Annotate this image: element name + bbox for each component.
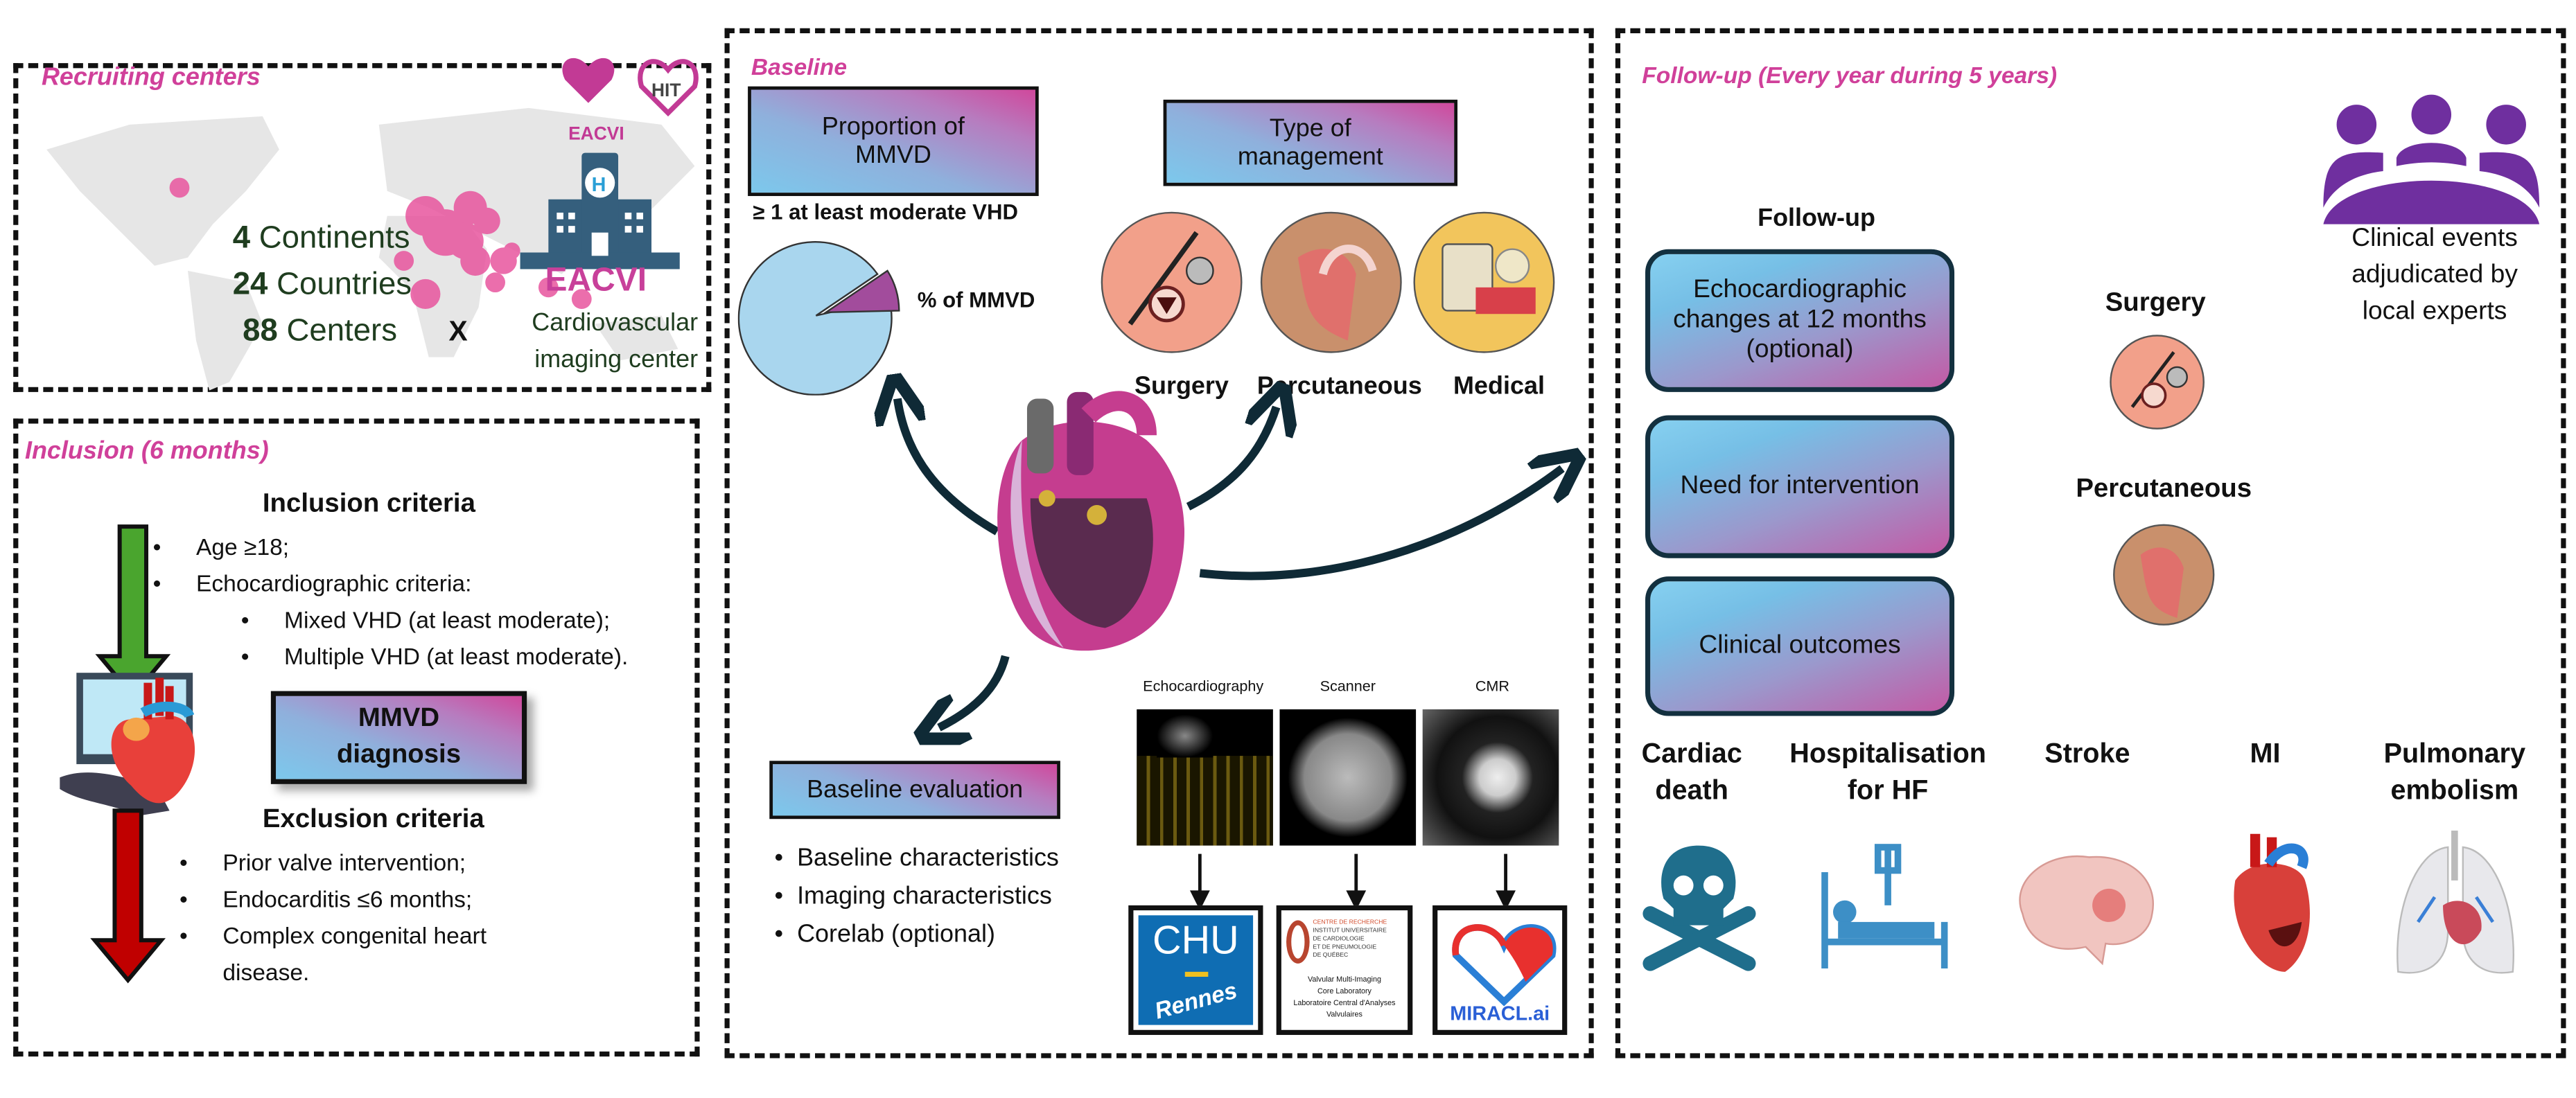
followup-percutaneous-label: Percutaneous	[2076, 475, 2252, 504]
committee-icon	[2323, 94, 2540, 224]
red-down-arrow-icon	[90, 808, 166, 984]
followup-title: Follow-up (Every year during 5 years)	[1642, 61, 2058, 89]
svg-text:EACVI: EACVI	[568, 123, 624, 143]
heart-mi-icon	[2234, 833, 2310, 972]
map-europe-asia	[378, 107, 695, 274]
followup-heading: Follow-up	[1758, 204, 1875, 233]
baseline-title: Baseline	[751, 53, 848, 80]
arrow-to-proportion	[897, 399, 999, 535]
pie-slice-mmvd	[823, 269, 900, 314]
event-pulmonary-embolism: Pulmonary embolism	[2383, 739, 2526, 806]
exclusion-item: Complex congenital heart disease.	[179, 917, 562, 991]
imaging-label-echo: Echocardiography	[1143, 678, 1264, 695]
proportion-box: Proportion of MMVD	[748, 86, 1039, 196]
exclusion-list: Prior valve intervention; Endocarditis ≤…	[179, 844, 562, 990]
followup-box-echo: Echocardiographic changes at 12 months (…	[1645, 249, 1955, 392]
arrow-to-management	[1186, 407, 1277, 511]
svg-text:H: H	[592, 174, 606, 196]
management-surgery-label: Surgery	[1134, 372, 1229, 400]
followup-box-intervention: Need for intervention	[1645, 415, 1955, 558]
event-cardiac-death: Cardiac death	[1641, 739, 1742, 806]
cmr-image	[1422, 709, 1559, 846]
arrow-to-evaluation	[939, 655, 1010, 727]
inclusion-heading: Inclusion criteria	[262, 490, 475, 519]
management-box: Type of management	[1163, 99, 1458, 186]
event-mi: MI	[2250, 739, 2281, 770]
exclusion-heading: Exclusion criteria	[262, 806, 484, 834]
imaging-label-cmr: CMR	[1475, 678, 1509, 695]
imaging-label-scanner: Scanner	[1320, 678, 1376, 695]
map-north-america	[46, 116, 279, 266]
mmvd-diagnosis-box: MMVD diagnosis	[270, 691, 527, 784]
evaluation-item: • Baseline characteristics	[774, 844, 1059, 872]
brain-icon	[2019, 855, 2154, 966]
iucpq-corelab-logo: CENTRE DE RECHERCHE INSTITUT UNIVERSITAI…	[1276, 905, 1413, 1035]
inclusion-item: Echocardiographic criteria:	[153, 565, 472, 601]
inclusion-item: Age ≥18;	[153, 529, 472, 565]
inclusion-subitem: Multiple VHD (at least moderate).	[241, 638, 629, 675]
diagnosis-line-2: diagnosis	[336, 741, 462, 770]
evaluation-item: • Imaging characteristics	[774, 882, 1052, 911]
followup-percutaneous-icon	[2113, 524, 2215, 626]
exclusion-item: Endocarditis ≤6 months;	[179, 880, 562, 917]
lungs-embolism-icon	[2397, 831, 2514, 974]
recruiting-centers-panel	[13, 63, 712, 392]
management-medical-label: Medical	[1453, 372, 1545, 400]
inclusion-sublist: Mixed VHD (at least moderate); Multiple …	[241, 601, 629, 675]
baseline-evaluation-box: Baseline evaluation	[769, 761, 1060, 820]
event-hospitalisation-hf: Hospitalisation for HF	[1789, 739, 1986, 806]
corelab-arrows	[1189, 853, 1516, 911]
medical-icon	[1413, 211, 1555, 353]
followup-box-outcomes: Clinical outcomes	[1645, 576, 1955, 716]
echocardiography-image	[1137, 709, 1273, 846]
chu-rennes-logo: CHU Rennes	[1128, 905, 1263, 1035]
diagnosis-line-1: MMVD	[358, 704, 440, 733]
inclusion-subitem: Mixed VHD (at least moderate);	[241, 601, 629, 638]
eacvi-logo: EACVI HIT	[562, 57, 699, 143]
hospital-icon: H	[520, 152, 680, 269]
hospital-eacvi-label: EACVI	[545, 262, 647, 299]
times-symbol: X	[448, 315, 468, 348]
mmvd-pie-chart	[737, 241, 900, 396]
followup-surgery-icon	[2110, 335, 2205, 430]
map-australia	[595, 315, 678, 361]
event-stroke: Stroke	[2044, 739, 2130, 770]
center-dots	[169, 177, 592, 310]
inclusion-title: Inclusion (6 months)	[24, 436, 269, 466]
anatomical-heart-icon	[997, 391, 1185, 651]
followup-surgery-label: Surgery	[2105, 289, 2206, 318]
center-type: Cardiovascular imaging center	[532, 309, 699, 374]
recruiting-title: Recruiting centers	[41, 63, 261, 91]
pie-label: % of MMVD	[917, 287, 1035, 312]
surgery-icon	[1101, 211, 1243, 353]
stat-continents: 4 Continents	[232, 220, 410, 256]
exclusion-item: Prior valve intervention;	[179, 844, 562, 880]
skull-crossbones-icon	[1642, 845, 1756, 971]
followup-panel	[1615, 28, 2566, 1059]
pie-caption: ≥ 1 at least moderate VHD	[753, 199, 1018, 224]
miracl-ai-logo: MIRACL.ai	[1432, 905, 1568, 1035]
recruiting-stats: 4 Continents 24 Countries 88 Centers	[233, 216, 412, 355]
scanner-image	[1279, 709, 1417, 846]
stat-centers: 88 Centers	[243, 314, 398, 349]
echo-heart-icon	[60, 673, 195, 816]
adjudication-text: Clinical events adjudicated by local exp…	[2351, 224, 2518, 326]
baseline-panel	[724, 28, 1594, 1059]
evaluation-item: • Corelab (optional)	[774, 920, 995, 949]
evaluation-list: • Baseline characteristics • Imaging cha…	[774, 839, 1058, 953]
stat-countries: 24 Countries	[232, 267, 412, 303]
inclusion-list: Age ≥18; Echocardiographic criteria:	[153, 529, 472, 602]
world-map	[46, 107, 695, 391]
svg-text:HIT: HIT	[651, 80, 681, 100]
hospital-bed-icon	[1821, 844, 1948, 969]
percutaneous-icon	[1260, 211, 1402, 353]
map-south-america	[187, 270, 263, 391]
inclusion-panel	[13, 418, 700, 1057]
arrow-to-followup	[1199, 468, 1562, 581]
pie-slice-other	[737, 241, 893, 396]
